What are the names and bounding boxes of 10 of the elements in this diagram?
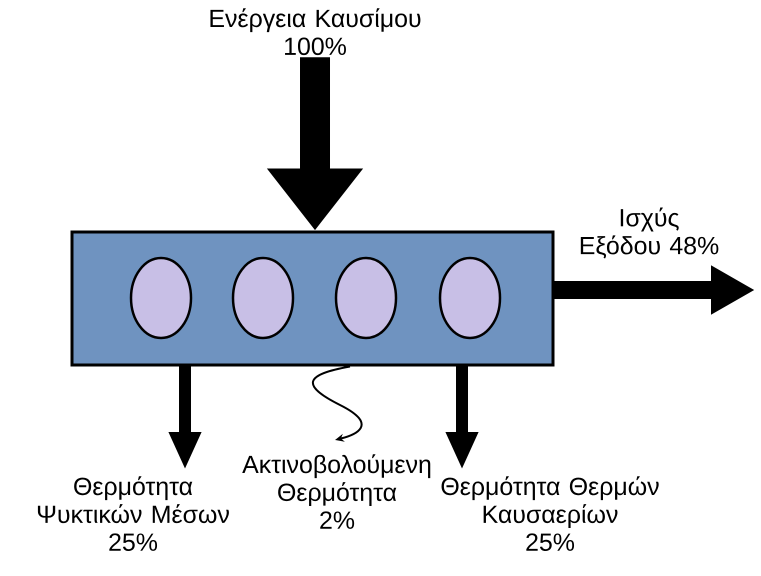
text-label: Θερμότητα Θερμών Καυσαερίων 25%: [442, 476, 659, 551]
cylinder-ellipse: [438, 256, 502, 340]
cylinder-ellipse: [334, 256, 398, 340]
cylinder-ellipse: [232, 256, 294, 340]
text-label: Ακτινοβολούμενη Θερμότητα 2%: [242, 454, 430, 529]
arrow: [312, 366, 363, 442]
edge-label: Ισχύς Εξόδου 48%: [580, 208, 718, 258]
cylinder-ellipse: [130, 256, 192, 340]
text-label: Ενέργεια Καυσίμου 100%: [210, 8, 420, 56]
text-label: Θερμότητα Ψυκτικών Μέσων 25%: [38, 476, 229, 551]
